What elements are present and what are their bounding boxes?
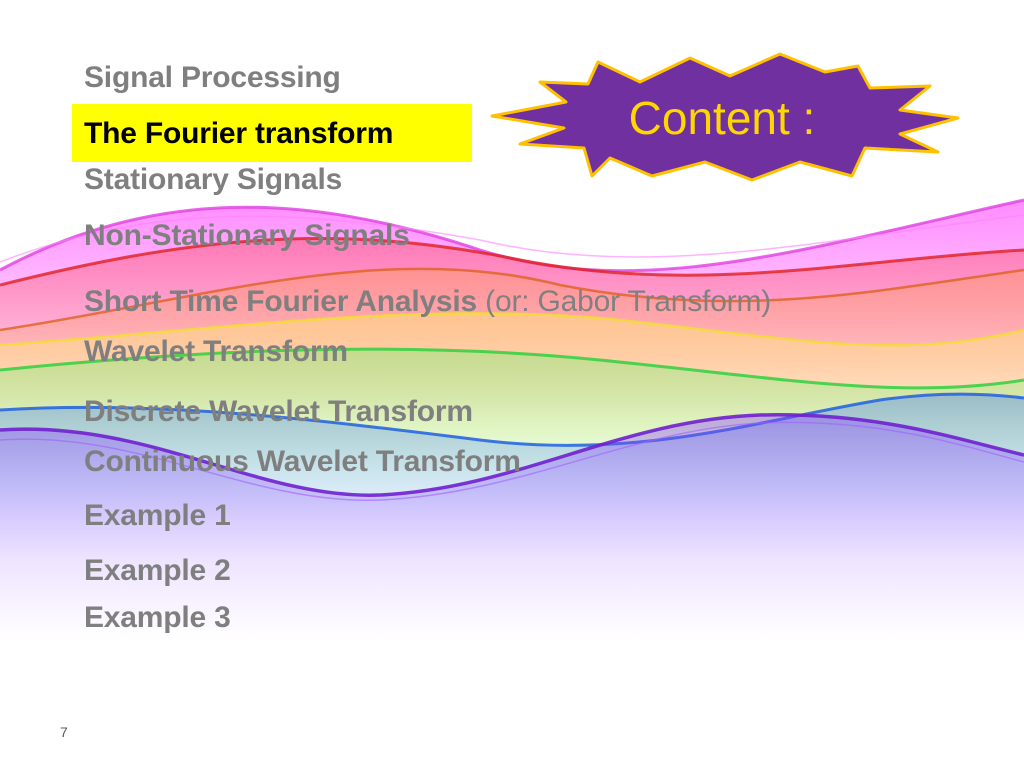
list-item-example-3: Example 3 (84, 600, 231, 636)
list-item-label: Discrete Wavelet Transform (84, 395, 473, 428)
list-item-discrete-wavelet: Discrete Wavelet Transform (84, 394, 473, 430)
highlight-box (72, 104, 472, 162)
list-item-fourier-transform: The Fourier transform (84, 116, 393, 152)
list-item-non-stationary-signals: Non-Stationary Signals (84, 218, 410, 254)
list-item-example-2: Example 2 (84, 553, 231, 589)
list-item-short-time-fourier: Short Time Fourier Analysis (or: Gabor T… (84, 284, 771, 320)
list-item-label: Example 3 (84, 601, 231, 634)
list-item-label: Example 2 (84, 554, 231, 587)
list-item-continuous-wavelet: Continuous Wavelet Transform (84, 444, 521, 480)
list-item-note: (or: Gabor Transform) (477, 285, 772, 318)
list-item-example-1: Example 1 (84, 498, 231, 534)
list-item-label: Signal Processing (84, 61, 341, 94)
list-item-label: Short Time Fourier Analysis (84, 285, 478, 318)
list-item-label: Stationary Signals (84, 163, 343, 196)
list-item-signal-processing: Signal Processing (84, 60, 341, 96)
content-starburst-badge (490, 52, 960, 182)
badge-title: Content : (628, 92, 816, 144)
list-item-label: Non-Stationary Signals (84, 219, 410, 252)
list-item-label: Example 1 (84, 499, 231, 532)
list-item-label: Wavelet Transform (84, 335, 348, 368)
list-item-stationary-signals: Stationary Signals (84, 162, 342, 198)
list-item-label: Continuous Wavelet Transform (84, 445, 521, 478)
list-item-label: The Fourier transform (84, 117, 394, 150)
list-item-wavelet-transform: Wavelet Transform (84, 334, 348, 370)
page-number: 7 (60, 724, 68, 740)
